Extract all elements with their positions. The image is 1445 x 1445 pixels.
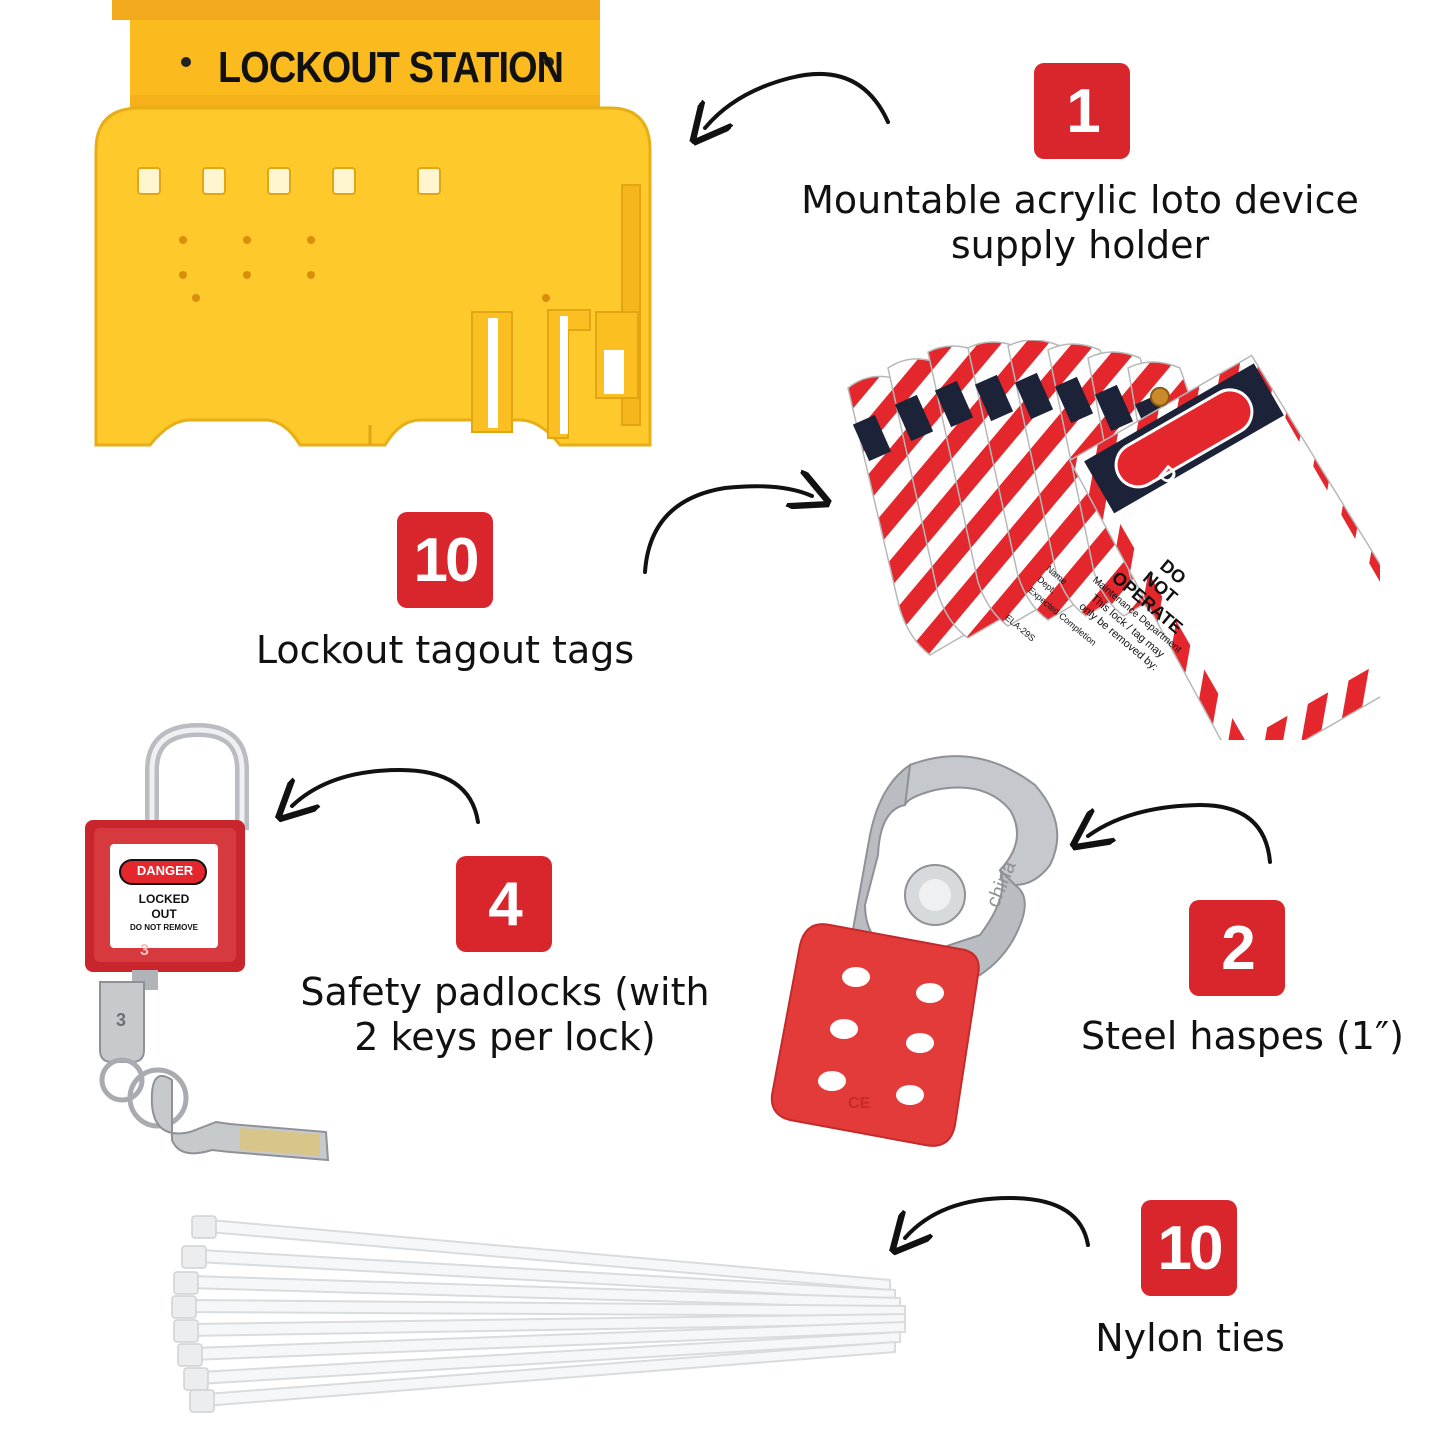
padlock-number: 3 — [140, 942, 149, 959]
tagout-tags-image: DANGER DO NOT OPERATE Maintenance Depart… — [840, 340, 1380, 740]
caption-hasps-line1: Steel haspes (1″) — [1081, 1014, 1404, 1058]
caption-ties: Nylon ties — [1060, 1316, 1320, 1361]
caption-station-line2: supply holder — [950, 223, 1210, 267]
caption-tags: Lockout tagout tags — [230, 628, 660, 673]
caption-station-line1: Mountable acrylic loto device — [801, 178, 1359, 222]
hasp-image: china CE — [760, 745, 1070, 1165]
caption-ties-line1: Nylon ties — [1095, 1316, 1285, 1360]
caption-padlocks-line1: Safety padlocks (with — [300, 970, 710, 1014]
station-label: LOCKOUT STATION — [218, 43, 564, 92]
nylon-ties-image — [170, 1210, 930, 1420]
tagout-tags-graphic — [847, 340, 1380, 740]
padlock-graphic — [85, 722, 330, 1162]
count-badge-padlocks: 4 — [456, 856, 552, 952]
key-number: 3 — [116, 1010, 127, 1030]
padlock-remove-label: DO NOT REMOVE — [129, 923, 198, 932]
count-badge-station: 1 — [1034, 63, 1130, 159]
count-badge-hasps: 2 — [1189, 900, 1285, 996]
padlock-image: DANGER LOCKED OUT DO NOT REMOVE 3 3 — [80, 720, 350, 1170]
arrow-4 — [1088, 802, 1272, 864]
caption-padlocks: Safety padlocks (with 2 keys per lock) — [285, 970, 725, 1060]
caption-station: Mountable acrylic loto device supply hol… — [790, 178, 1370, 268]
arrow-1 — [705, 72, 890, 128]
padlock-locked-label: LOCKED — [138, 892, 190, 906]
hasp-graphic — [770, 755, 1059, 1147]
arrow-2 — [643, 486, 812, 574]
lockout-station-graphic — [94, 0, 652, 447]
padlock-out-label: OUT — [151, 907, 177, 921]
hasp-mark: CE — [848, 1095, 871, 1112]
lockout-station-image: LOCKOUT STATION — [0, 0, 680, 470]
count-badge-ties: 10 — [1141, 1200, 1237, 1296]
caption-padlocks-line2: 2 keys per lock) — [354, 1015, 656, 1059]
count-badge-tags: 10 — [397, 512, 493, 608]
caption-tags-line1: Lockout tagout tags — [255, 628, 635, 672]
caption-hasps: Steel haspes (1″) — [1065, 1014, 1420, 1059]
nylon-ties-graphic — [171, 1215, 906, 1413]
arrow-5 — [905, 1195, 1090, 1245]
padlock-danger-label: DANGER — [136, 863, 194, 878]
